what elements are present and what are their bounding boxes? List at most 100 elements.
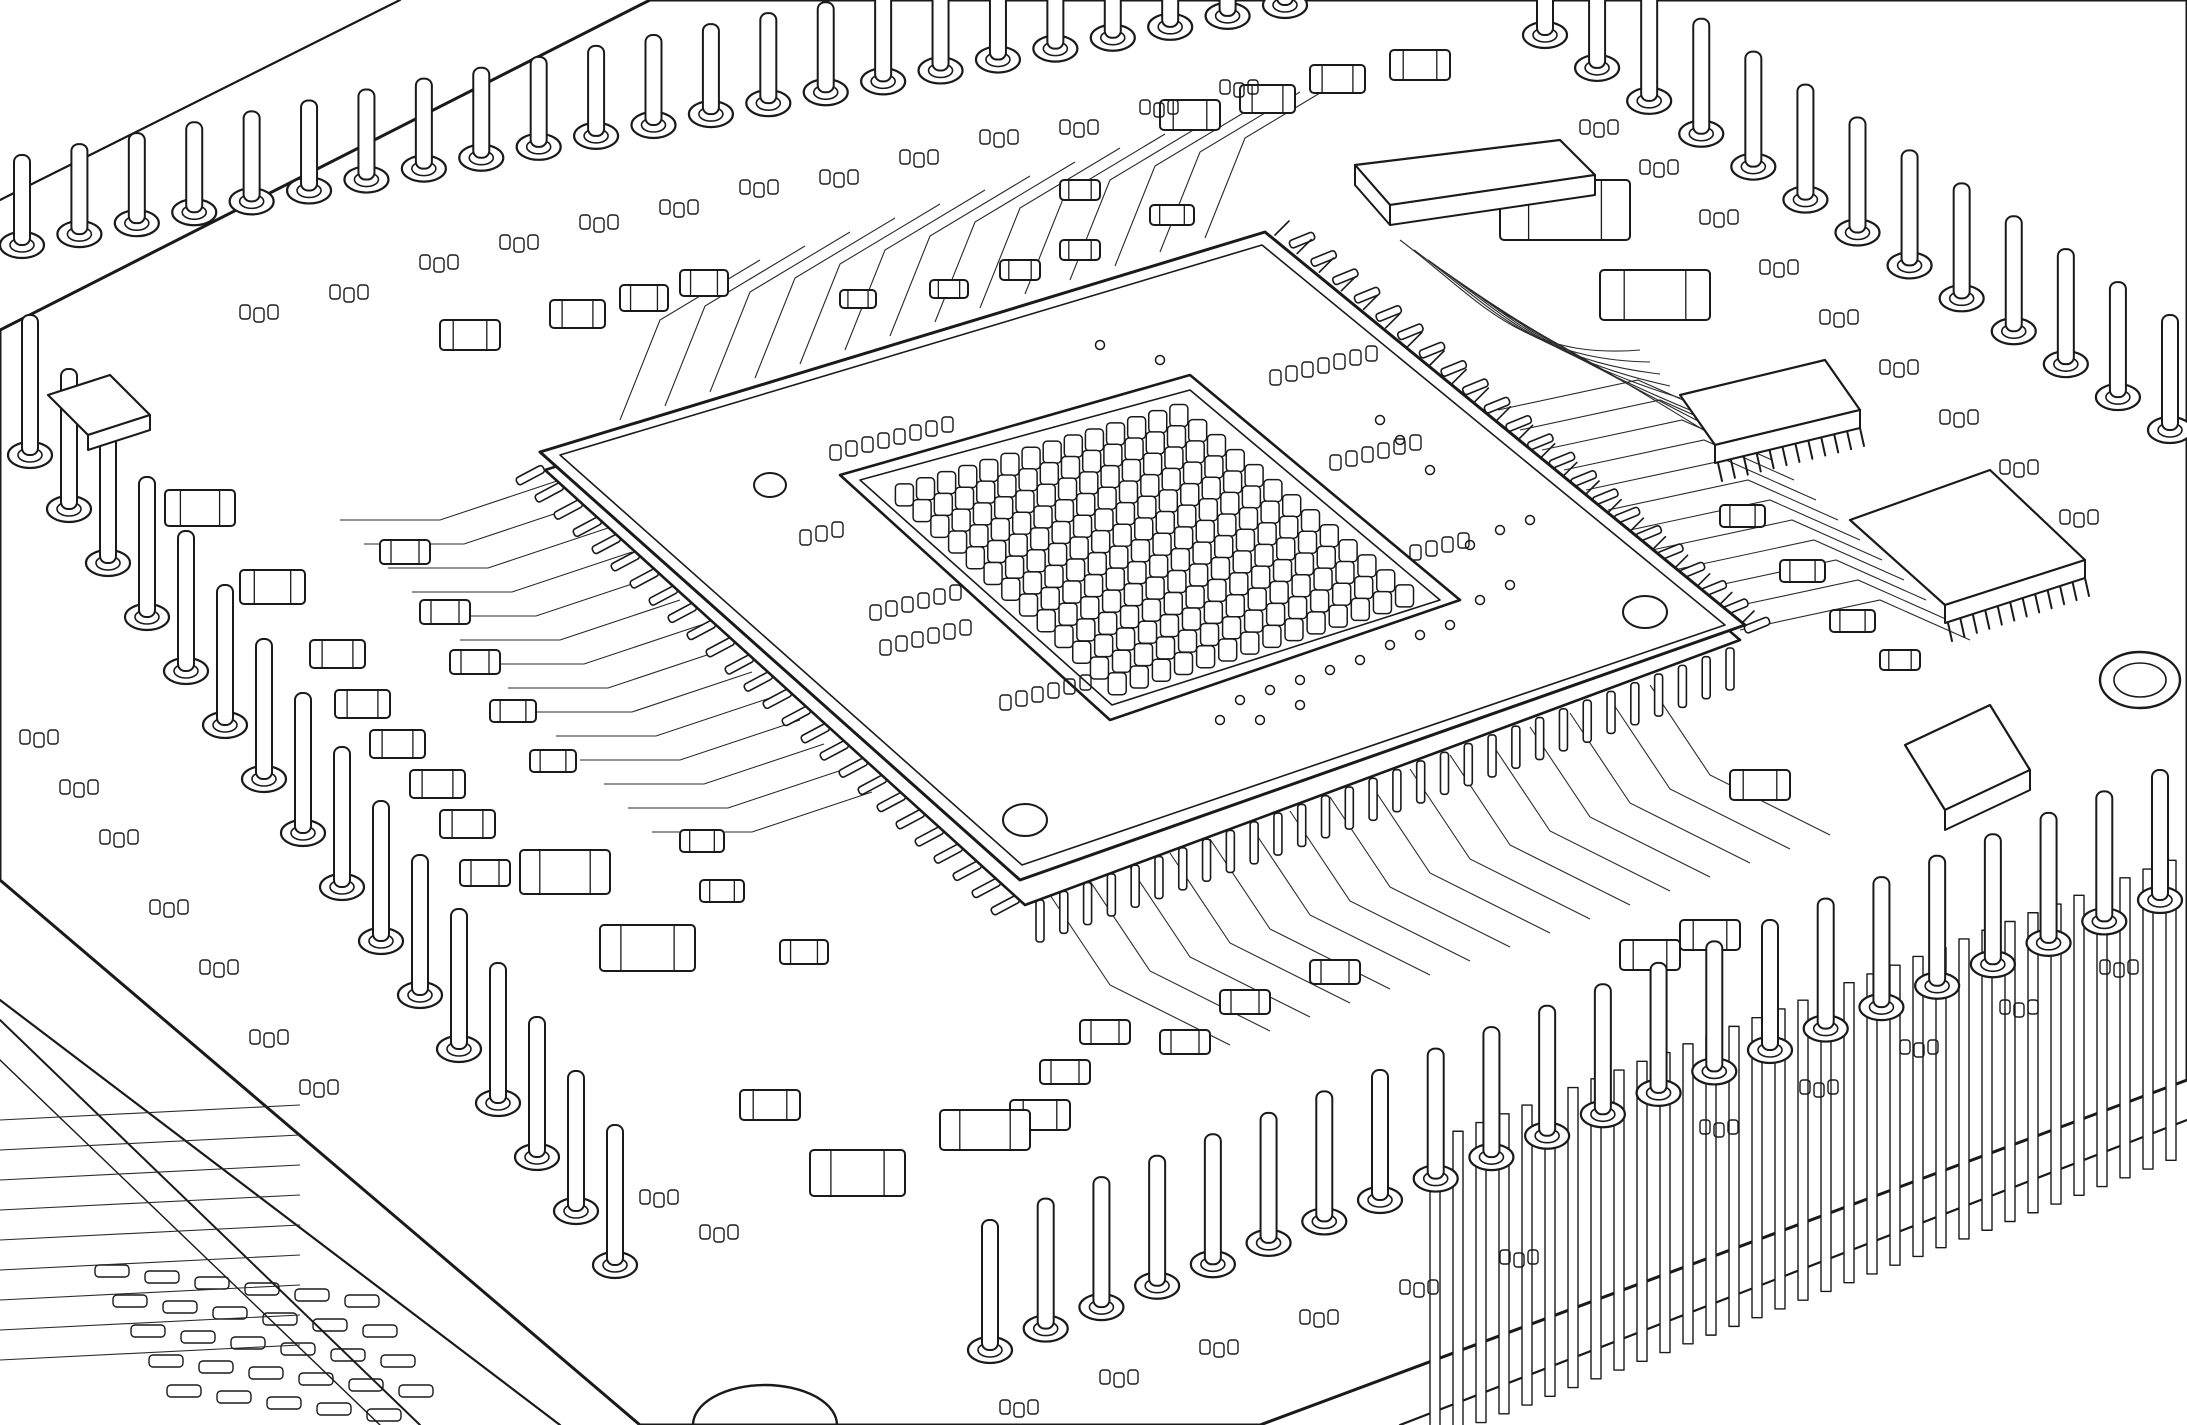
- trace: [1413, 249, 1651, 363]
- silk-mark: [1113, 1372, 1125, 1388]
- silk-mark: [1667, 159, 1679, 175]
- pin-post: [411, 854, 429, 996]
- die-cell: [1137, 620, 1158, 645]
- silk-mark: [166, 1384, 202, 1398]
- die-cell: [1269, 580, 1289, 605]
- smd-components: [164, 49, 1921, 1197]
- die-cell: [1185, 440, 1205, 464]
- chip-mark: [1345, 450, 1358, 467]
- fin: [1843, 981, 1855, 1284]
- chip-mark: [927, 627, 940, 644]
- die-cell: [1235, 528, 1256, 552]
- silk-mark: [1607, 119, 1619, 135]
- silk-mark: [1413, 1282, 1425, 1298]
- die-cell: [1145, 576, 1165, 600]
- trace-line: [0, 1194, 301, 1211]
- die-cell: [1126, 415, 1147, 440]
- ic-leg: [2009, 601, 2016, 622]
- die-cell: [1213, 534, 1234, 559]
- ic-leg: [1984, 609, 1991, 630]
- silk-mark: [1299, 1309, 1311, 1325]
- die-cell: [1195, 644, 1216, 669]
- cpu-leg: [1483, 396, 1511, 414]
- pin-post: [300, 99, 319, 192]
- cpu-leg: [1511, 725, 1521, 770]
- die-cell: [915, 476, 936, 501]
- fin: [2142, 868, 2154, 1170]
- die-cell: [1313, 567, 1333, 591]
- trace: [1483, 299, 1701, 423]
- die-cell: [1222, 470, 1243, 494]
- trace: [556, 695, 777, 737]
- silk-mark: [993, 132, 1005, 148]
- die-cell: [1167, 569, 1187, 594]
- ic-leg: [1947, 622, 1953, 642]
- ic-leg: [1768, 449, 1775, 470]
- silk-mark: [348, 1378, 384, 1392]
- fin: [1613, 1069, 1625, 1371]
- chip-dot: [1414, 629, 1426, 641]
- trace: [604, 743, 825, 785]
- silk-mark: [1593, 122, 1605, 138]
- die-cell: [1158, 489, 1179, 513]
- silk-mark: [199, 959, 211, 975]
- chip-mark: [1349, 349, 1362, 366]
- silk-mark: [280, 1342, 316, 1356]
- silk-mark: [527, 234, 539, 250]
- silk-mark: [653, 1192, 665, 1208]
- pin-post: [1161, 0, 1180, 28]
- silk-mark: [1639, 159, 1651, 175]
- silk-mark: [1799, 1079, 1811, 1095]
- silk-mark: [913, 152, 925, 168]
- die-cell: [1155, 510, 1176, 535]
- chip-dot: [1354, 654, 1366, 666]
- pin-post: [1649, 961, 1668, 1094]
- pin-post: [357, 88, 376, 181]
- pin-post: [1148, 1154, 1167, 1287]
- smd-component-icon: [1059, 179, 1101, 201]
- ic-leg: [1959, 617, 1966, 638]
- pin-post: [294, 692, 312, 834]
- silk-mark: [513, 237, 525, 253]
- trace-line: [0, 1134, 301, 1151]
- silk-mark: [1579, 119, 1591, 135]
- chip-mark: [999, 694, 1012, 711]
- die-cell: [1177, 504, 1197, 528]
- silk-mark: [1199, 1339, 1211, 1355]
- pin-post: [529, 55, 548, 148]
- cpu-leg: [1201, 838, 1212, 882]
- chip-mark: [911, 631, 924, 648]
- die-cell: [1201, 476, 1221, 501]
- silk-mark: [1967, 409, 1979, 425]
- chip-mark: [799, 529, 812, 546]
- die-cell: [1260, 500, 1280, 524]
- trace: [1649, 684, 1831, 836]
- pin-post: [255, 638, 273, 780]
- die-cell: [1097, 611, 1118, 636]
- silk-mark: [1827, 1079, 1839, 1095]
- die-cell: [1121, 458, 1142, 483]
- cpu-leg: [1653, 673, 1664, 717]
- ic-leg: [1781, 446, 1788, 467]
- die-cell: [957, 464, 978, 489]
- die-cell: [965, 546, 986, 570]
- die-cell: [1133, 517, 1154, 541]
- pin-post: [1218, 0, 1237, 17]
- silk-mark: [244, 1282, 280, 1296]
- chip-dot: [1444, 619, 1456, 631]
- die-cell: [1169, 403, 1189, 428]
- silk-mark: [1847, 309, 1859, 325]
- pin-post: [185, 121, 204, 214]
- die-cell: [1124, 437, 1144, 461]
- silk-mark: [1813, 1082, 1825, 1098]
- chip-mark: [1333, 353, 1346, 370]
- die-cell: [1079, 471, 1099, 495]
- silk-mark: [1513, 1252, 1525, 1268]
- die-cell: [1111, 649, 1132, 674]
- silk-mark: [1213, 1342, 1225, 1358]
- pin-post: [1593, 983, 1612, 1116]
- chip-mark: [1015, 690, 1028, 707]
- ic-package-left: [46, 373, 152, 451]
- die-cell: [912, 498, 932, 523]
- pin-post: [1744, 50, 1763, 168]
